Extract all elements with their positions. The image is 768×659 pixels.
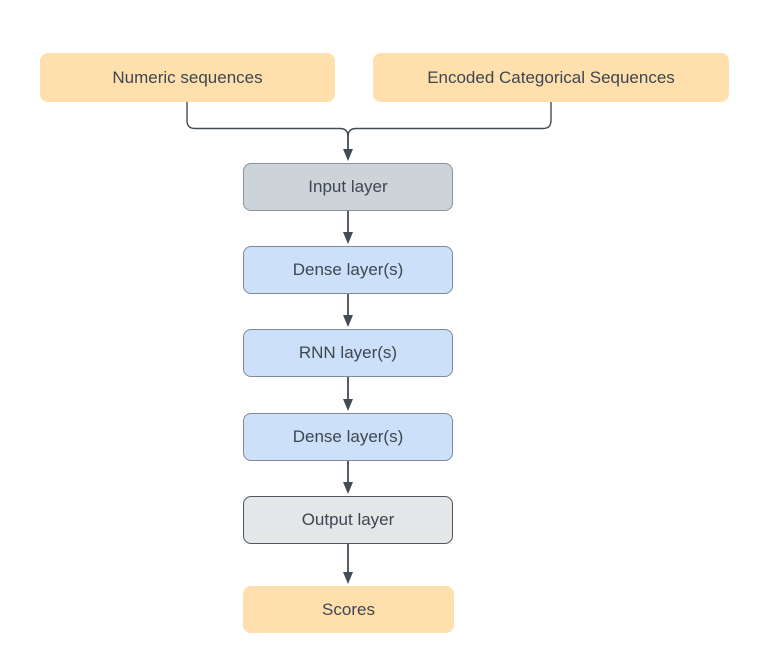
node-numeric-sequences-label: Numeric sequences: [112, 67, 263, 87]
node-dense-layer-2: Dense layer(s): [243, 413, 453, 461]
node-dense-layer-1-label: Dense layer(s): [292, 260, 404, 279]
node-scores-label: Scores: [322, 599, 375, 619]
node-input-layer: Input layer: [243, 163, 453, 211]
connector-numeric-to-input: [186, 102, 349, 137]
node-output-layer: Output layer: [243, 496, 453, 544]
connector-encoded-to-input: [347, 102, 552, 137]
node-scores: Scores: [243, 586, 454, 633]
node-input-layer-label: Input layer: [308, 177, 388, 196]
node-dense-layer-2-label: Dense layer(s): [292, 427, 404, 446]
node-rnn-layer-label: RNN layer(s): [298, 343, 398, 362]
node-numeric-sequences: Numeric sequences: [40, 53, 335, 102]
node-output-layer-label: Output layer: [301, 510, 395, 529]
node-encoded-categorical-sequences-label: Encoded Categorical Sequences: [427, 67, 675, 87]
node-rnn-layer: RNN layer(s): [243, 329, 453, 377]
node-dense-layer-1: Dense layer(s): [243, 246, 453, 294]
node-encoded-categorical-sequences: Encoded Categorical Sequences: [373, 53, 729, 102]
